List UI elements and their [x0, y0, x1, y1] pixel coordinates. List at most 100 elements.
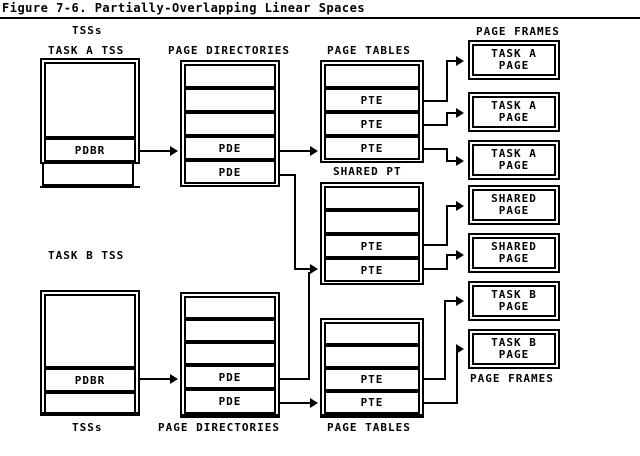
page-frame-shared-2: SHARED PAGE	[468, 233, 560, 273]
arrowhead-task-a-pde2-to-shared-pt	[310, 264, 318, 274]
task-b-pt-cell-2	[324, 345, 420, 368]
connector-a-pte2-h2	[446, 112, 460, 114]
task-b-pd-cell-1	[184, 296, 276, 319]
page-frame-shared-1-line1: SHARED	[491, 192, 537, 205]
task-b-pt-cell-pte-2: PTE	[324, 391, 420, 414]
task-a-pd-cell-pde-1: PDE	[184, 136, 276, 160]
page-frame-task-b-1-line1: TASK B	[491, 288, 537, 301]
connector-b-pte1-v	[444, 300, 446, 380]
arrowhead-task-b-pde2-to-pt	[310, 398, 318, 408]
arrowhead-task-b-pdbr-to-pd	[170, 374, 178, 384]
connector-a-pte3-h2	[446, 160, 460, 162]
task-a-tss-cell-pdbr: PDBR	[44, 138, 136, 162]
task-b-pd-cell-2	[184, 319, 276, 342]
label-page-tables-bottom: PAGE TABLES	[327, 421, 411, 434]
connector-b-pte1-h1	[424, 378, 446, 380]
connector-s-pte1-v	[446, 205, 448, 246]
connector-s-pte2-h1	[424, 268, 448, 270]
arrowhead-task-a-pde1-to-pt	[310, 146, 318, 156]
label-task-b-tss: TASK B TSS	[48, 249, 125, 262]
page-frame-shared-2-inner: SHARED PAGE	[472, 237, 556, 269]
page-frame-shared-2-line2: PAGE	[498, 252, 530, 265]
task-a-page-directory-box: PDE PDE	[180, 60, 280, 187]
connector-task-b-pde1-v	[308, 272, 310, 380]
arrowhead-a-pte1-to-frame1	[456, 56, 464, 66]
page-frame-shared-1: SHARED PAGE	[468, 185, 560, 225]
task-b-page-directory-box: PDE PDE	[180, 292, 280, 416]
arrowhead-b-pte1-to-frame-b1	[456, 296, 464, 306]
connector-task-b-pde2-to-pt	[280, 402, 312, 404]
task-a-pt-cell-pte-1: PTE	[324, 88, 420, 112]
task-b-tss-box: PDBR	[40, 290, 140, 414]
task-a-tss-cell-empty-1	[44, 62, 136, 138]
connector-s-pte2-h2	[446, 254, 460, 256]
connector-s-pte2-v	[446, 254, 448, 270]
page-frame-task-b-2: TASK B PAGE	[468, 329, 560, 369]
label-shared-pt: SHARED PT	[333, 165, 402, 178]
connector-s-pte1-h2	[446, 205, 460, 207]
shared-pt-cell-pte-1: PTE	[324, 234, 420, 258]
page-frame-task-b-2-line1: TASK B	[491, 336, 537, 349]
arrowhead-s-pte2-to-shared-frame2	[456, 250, 464, 260]
task-b-tss-cell-empty-2	[44, 392, 136, 414]
task-a-pd-cell-pde-2: PDE	[184, 160, 276, 184]
label-page-frames-bottom: PAGE FRAMES	[470, 372, 554, 385]
label-page-frames-top: PAGE FRAMES	[476, 25, 560, 38]
connector-a-pte2-h1	[424, 124, 448, 126]
page-frame-task-a-2: TASK A PAGE	[468, 92, 560, 132]
figure-title: Figure 7-6. Partially-Overlapping Linear…	[2, 1, 366, 15]
connector-b-pte1-h2	[444, 300, 460, 302]
task-b-pt-baseline	[320, 416, 424, 418]
task-a-tss-box: PDBR	[40, 58, 140, 164]
connector-b-pte2-v	[456, 348, 458, 404]
task-a-tss-baseline	[40, 186, 140, 188]
label-page-directories-bottom: PAGE DIRECTORIES	[158, 421, 280, 434]
shared-pt-cell-pte-2: PTE	[324, 258, 420, 282]
page-frame-task-a-1: TASK A PAGE	[468, 40, 560, 80]
task-b-pt-cell-pte-1: PTE	[324, 368, 420, 391]
page-frame-task-a-1-line1: TASK A	[491, 47, 537, 60]
page-frame-task-b-2-line2: PAGE	[498, 348, 530, 361]
shared-pt-cell-2	[324, 210, 420, 234]
page-frame-task-a-1-line2: PAGE	[498, 59, 530, 72]
connector-a-pte2-v	[446, 112, 448, 126]
task-b-tss-cell-pdbr: PDBR	[44, 368, 136, 392]
connector-task-b-pde1-h	[280, 378, 310, 380]
page-frame-shared-1-line2: PAGE	[498, 204, 530, 217]
task-a-pd-cell-2	[184, 88, 276, 112]
connector-task-a-pde2-v	[294, 174, 296, 270]
connector-task-a-pdbr-to-pd	[140, 150, 172, 152]
task-b-pt-cell-1	[324, 322, 420, 345]
arrowhead-a-pte2-to-frame2	[456, 108, 464, 118]
page-frame-task-a-3-line1: TASK A	[491, 147, 537, 160]
page-frame-task-b-1-line2: PAGE	[498, 300, 530, 313]
page-frame-task-b-2-inner: TASK B PAGE	[472, 333, 556, 365]
task-b-pd-baseline	[180, 416, 280, 418]
connector-a-pte1-h1	[424, 100, 448, 102]
page-frame-shared-1-inner: SHARED PAGE	[472, 189, 556, 221]
task-b-tss-baseline	[40, 414, 140, 416]
arrowhead-a-pte3-to-frame3	[456, 156, 464, 166]
task-a-tss-cell-empty-2	[42, 162, 134, 186]
connector-b-pte2-h1	[424, 402, 458, 404]
connector-a-pte3-v	[446, 148, 448, 162]
task-a-pt-cell-1	[324, 64, 420, 88]
connector-s-pte1-h1	[424, 244, 448, 246]
arrowhead-s-pte1-to-shared-frame1	[456, 201, 464, 211]
page-frame-task-a-2-line1: TASK A	[491, 99, 537, 112]
page-frame-task-b-1-inner: TASK B PAGE	[472, 285, 556, 317]
task-a-page-table-box: PTE PTE PTE	[320, 60, 424, 163]
page-frame-task-b-1: TASK B PAGE	[468, 281, 560, 321]
connector-task-a-pde2-h2	[294, 268, 312, 270]
page-frame-task-a-3-line2: PAGE	[498, 159, 530, 172]
label-task-a-tss: TASK A TSS	[48, 44, 125, 57]
page-frame-shared-2-line1: SHARED	[491, 240, 537, 253]
page-frame-task-a-2-line2: PAGE	[498, 111, 530, 124]
connector-task-b-pdbr-to-pd	[140, 378, 172, 380]
task-b-pd-cell-pde-2: PDE	[184, 389, 276, 414]
connector-a-pte1-v	[446, 60, 448, 102]
page-frame-task-a-2-inner: TASK A PAGE	[472, 96, 556, 128]
task-a-pd-cell-1	[184, 64, 276, 88]
task-a-pt-cell-pte-2: PTE	[324, 112, 420, 136]
